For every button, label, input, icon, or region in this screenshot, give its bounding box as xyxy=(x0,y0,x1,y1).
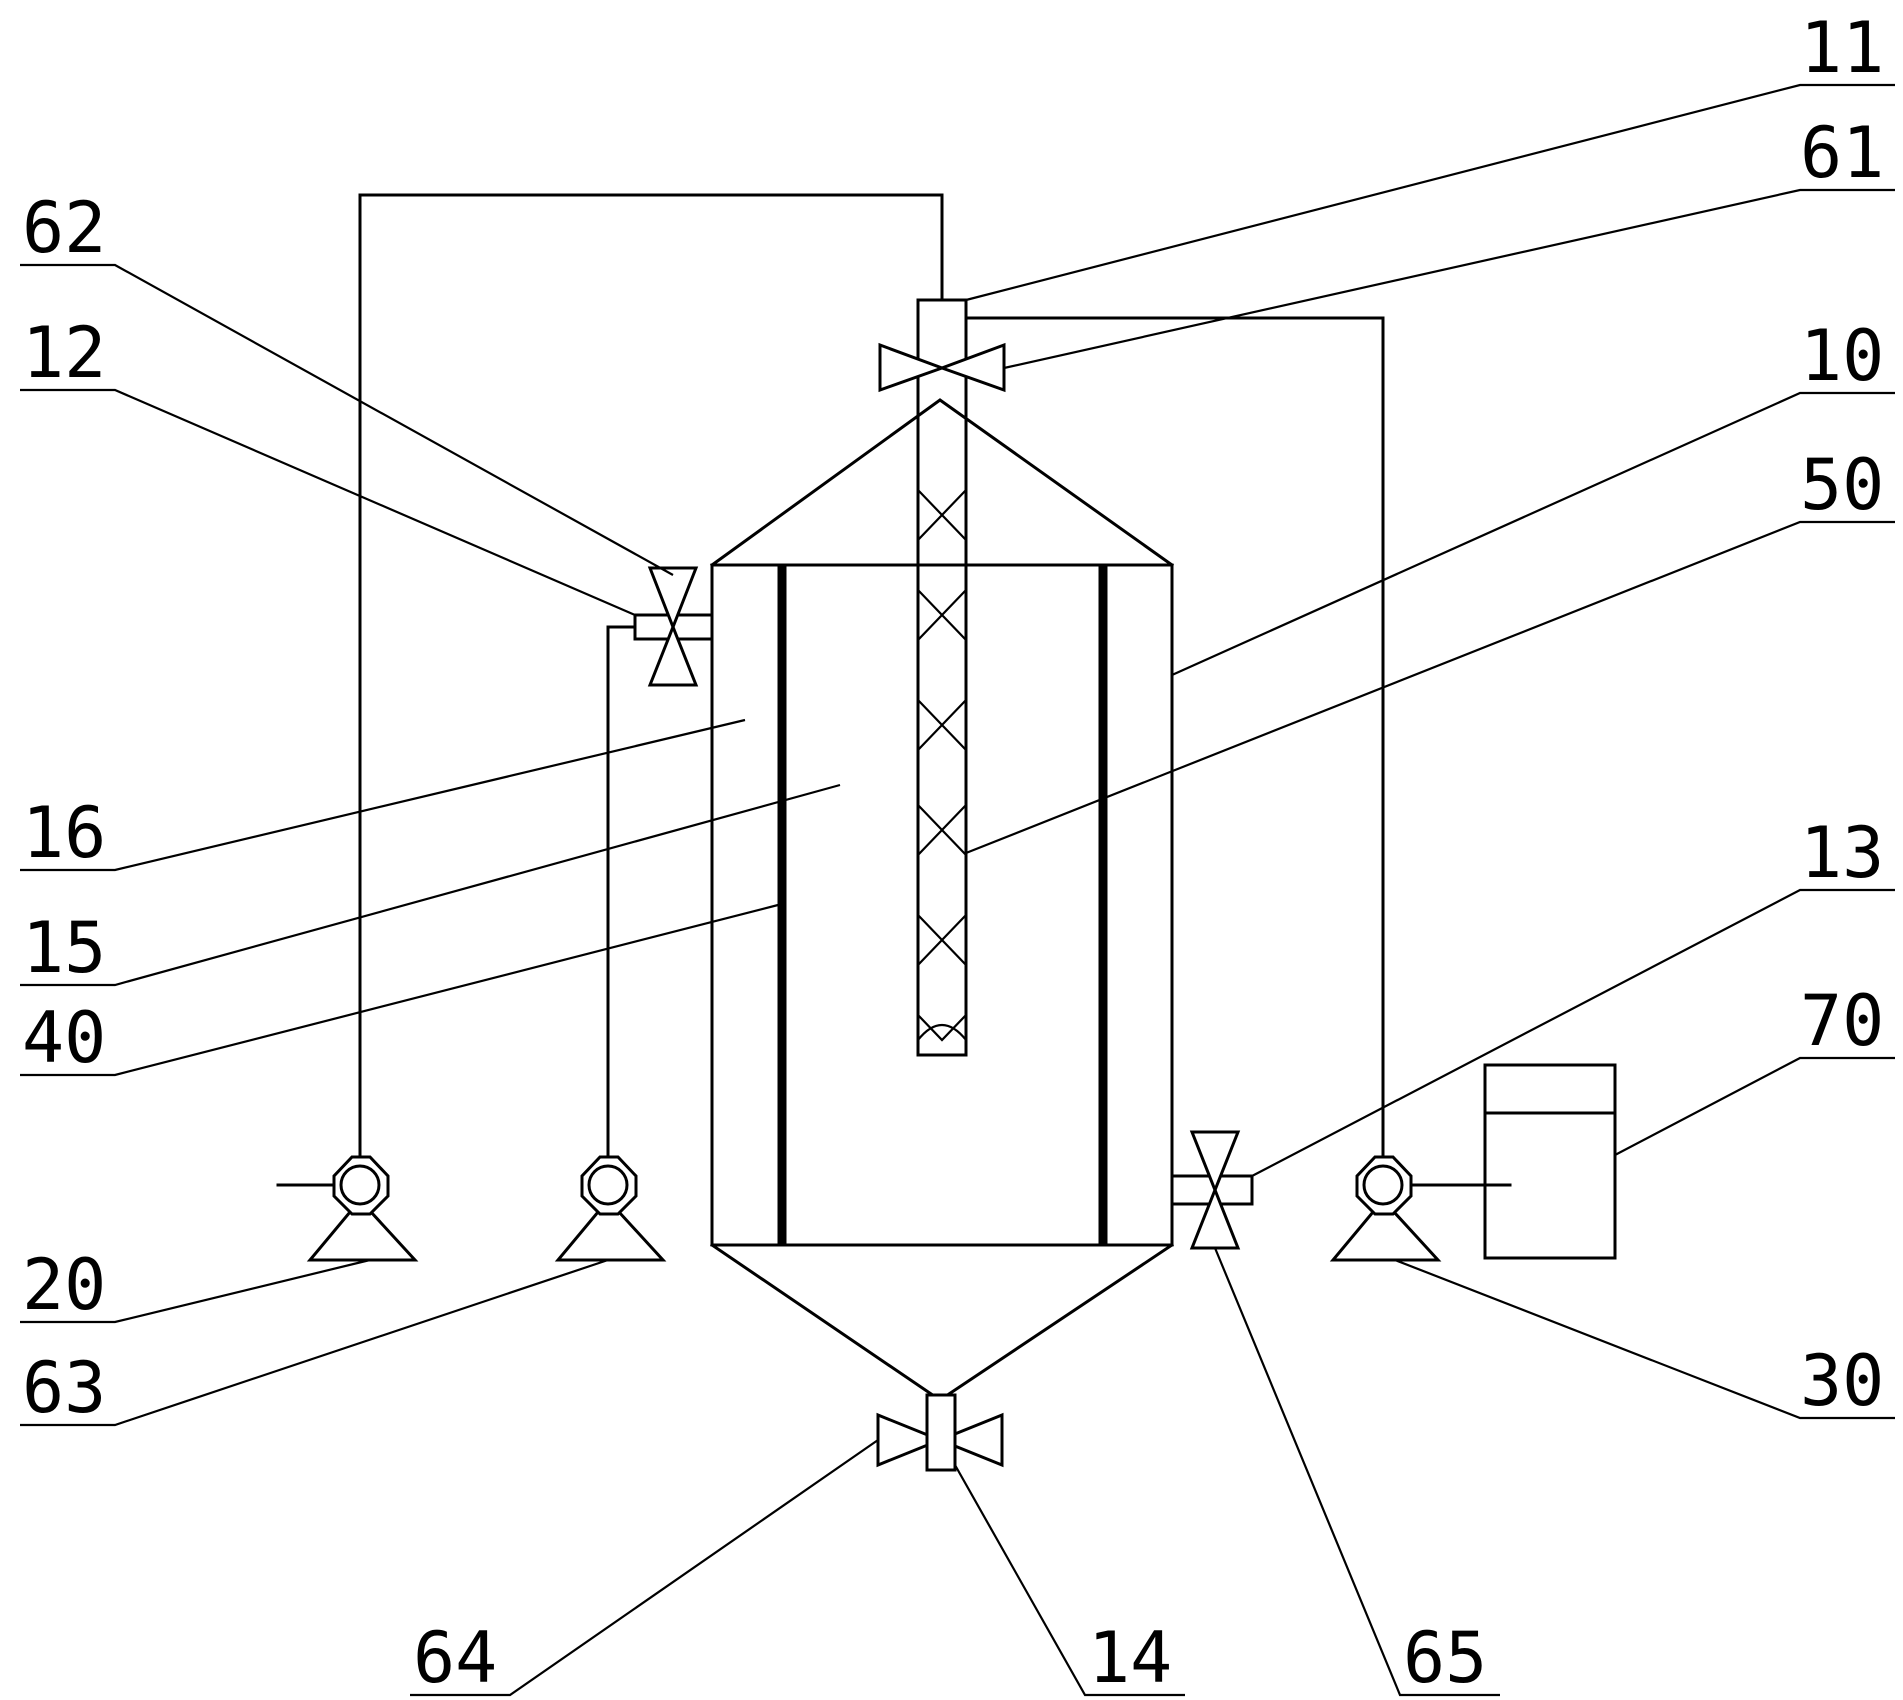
leader-14 xyxy=(954,1464,1185,1697)
label-12: 12 xyxy=(22,312,106,394)
leader-40 xyxy=(20,903,779,1077)
label-50: 50 xyxy=(1800,444,1884,526)
leader-12 xyxy=(20,388,636,617)
reactor-body xyxy=(710,563,1174,1247)
pump-63 xyxy=(554,1155,667,1262)
leader-16 xyxy=(20,718,746,872)
label-13: 13 xyxy=(1800,812,1884,894)
leader-13 xyxy=(1251,888,1895,1177)
reactor-top-cone xyxy=(709,398,1175,568)
leader-lines xyxy=(20,83,1895,1697)
label-16: 16 xyxy=(22,792,106,874)
pipe-pump20-to-inlet xyxy=(358,193,944,1187)
leader-20 xyxy=(20,1258,371,1324)
label-30: 30 xyxy=(1800,1340,1884,1422)
leader-65 xyxy=(1213,1247,1500,1697)
label-40: 40 xyxy=(22,997,106,1079)
label-64: 64 xyxy=(413,1617,497,1699)
label-65: 65 xyxy=(1403,1617,1487,1699)
leader-70 xyxy=(1614,1056,1895,1156)
port-13-valve-65 xyxy=(1170,1130,1254,1250)
port-12-valve-62 xyxy=(633,566,714,687)
pipe-top-to-pump30 xyxy=(964,316,1385,1187)
reactor-vessel xyxy=(709,398,1175,1402)
port-14 xyxy=(925,1393,957,1472)
pump-30 xyxy=(1329,1155,1442,1262)
label-14: 14 xyxy=(1088,1617,1172,1699)
reactor-bottom-cone xyxy=(709,1242,1175,1402)
leader-10 xyxy=(1171,391,1895,677)
static-mixer-elements xyxy=(917,489,967,1042)
label-61: 61 xyxy=(1800,112,1884,194)
leader-63 xyxy=(20,1258,609,1427)
leader-62 xyxy=(20,263,674,576)
leader-64 xyxy=(410,1439,879,1697)
leader-15 xyxy=(20,783,841,987)
tank-70 xyxy=(1483,1063,1617,1260)
pipelines xyxy=(276,193,1512,1187)
pipe-pump63-to-valve62 xyxy=(606,625,637,1187)
label-70: 70 xyxy=(1800,980,1884,1062)
valve-61 xyxy=(878,342,1006,393)
label-62: 62 xyxy=(22,187,106,269)
leader-50 xyxy=(965,520,1895,855)
label-15: 15 xyxy=(22,907,106,989)
leader-61 xyxy=(1003,188,1895,370)
port-14-valve-64 xyxy=(876,1393,1004,1472)
reference-labels: 11 61 10 50 13 70 30 62 12 16 15 40 20 6… xyxy=(22,7,1884,1699)
leader-11 xyxy=(965,83,1895,302)
label-20: 20 xyxy=(22,1244,106,1326)
leader-30 xyxy=(1394,1258,1895,1420)
label-10: 10 xyxy=(1800,315,1884,397)
pump-20 xyxy=(306,1155,419,1262)
label-63: 63 xyxy=(22,1347,106,1429)
tube-bottom-arc xyxy=(917,1024,967,1041)
label-11: 11 xyxy=(1800,7,1884,89)
